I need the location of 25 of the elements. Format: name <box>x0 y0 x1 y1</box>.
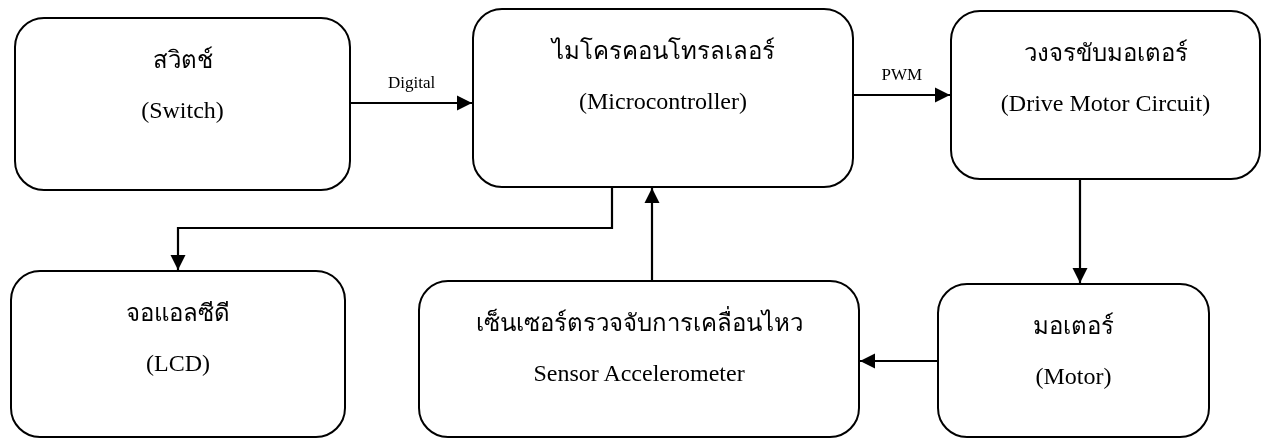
box-subtitle: (Motor) <box>1035 362 1112 391</box>
box-title: เซ็นเซอร์ตรวจจับการเคลื่อนไหว <box>475 308 803 338</box>
box-subtitle: (Microcontroller) <box>579 87 747 116</box>
box-subtitle: (Drive Motor Circuit) <box>1000 89 1211 118</box>
box-title: จอแอลซีดี <box>126 299 230 328</box>
box-subtitle: (Switch) <box>141 96 224 125</box>
arrow <box>854 87 950 103</box>
arrow <box>170 188 614 270</box>
arrow <box>860 353 937 369</box>
process-box <box>14 17 351 191</box>
box-title: มอเตอร์ <box>1033 311 1114 341</box>
arrow <box>644 188 660 280</box>
process-box <box>950 10 1261 180</box>
process-box <box>472 8 854 188</box>
box-title: สวิตช์ <box>152 45 213 75</box>
box-title: ไมโครคอนโทรลเลอร์ <box>551 36 775 66</box>
arrow <box>351 95 472 111</box>
edge-label: Digital <box>386 73 438 93</box>
arrow <box>1072 180 1088 283</box>
process-box <box>418 280 860 438</box>
process-box <box>937 283 1210 438</box>
box-subtitle: (LCD) <box>146 349 210 378</box>
box-subtitle: Sensor Accelerometer <box>533 359 745 388</box>
box-title: วงจรขับมอเตอร์ <box>1023 38 1188 68</box>
process-box <box>10 270 346 438</box>
